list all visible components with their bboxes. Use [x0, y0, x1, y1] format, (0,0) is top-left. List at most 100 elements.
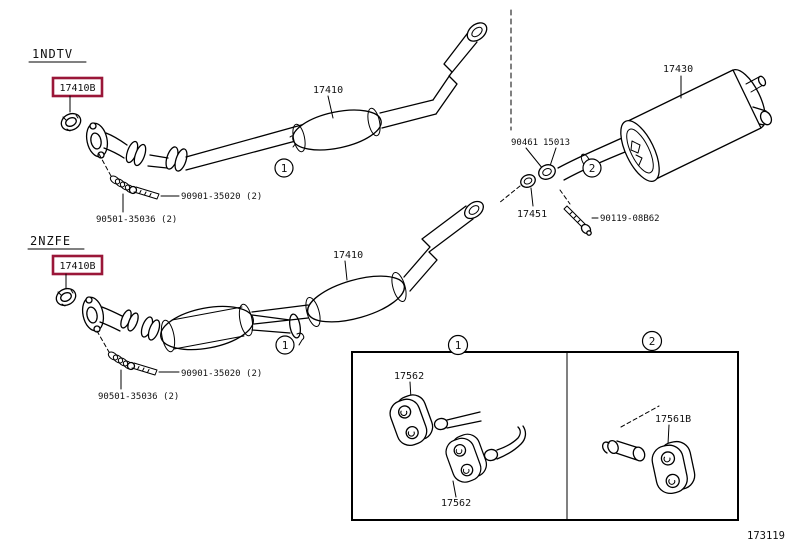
flex-ring	[133, 143, 147, 167]
part-number-spring[interactable]: 90501-35036 (2)	[98, 392, 179, 402]
leader-center-pipe	[344, 260, 348, 281]
flange-bore	[90, 132, 102, 150]
spring-coil	[112, 354, 124, 364]
support-hole	[660, 451, 676, 466]
part-number-muffler[interactable]: 17430	[663, 64, 693, 75]
callout-circle	[275, 335, 295, 355]
flange-bore	[86, 306, 98, 324]
leader-support-tail	[667, 424, 670, 445]
gasket-inner	[65, 117, 77, 127]
part-number-support-front[interactable]: 17562	[394, 371, 424, 382]
support-rod-rear	[483, 425, 527, 462]
hook-cap	[607, 440, 619, 454]
spring-coil	[109, 175, 121, 185]
callout-circle	[641, 330, 663, 352]
tail-pipe-hook	[602, 440, 646, 462]
pipe-end-flange	[464, 200, 484, 220]
engine-code-label: 1NDTV	[32, 47, 73, 61]
bolt-dash-line	[559, 189, 571, 205]
resonator-cap-left	[305, 296, 321, 328]
joint-dash-to-flange	[498, 185, 521, 204]
cone-gasket-outer	[538, 164, 556, 180]
ring-inner	[523, 177, 533, 185]
support-rod-front	[433, 411, 482, 431]
callout-number: 1	[282, 339, 289, 352]
rod-cap	[433, 417, 449, 431]
pipe-neck	[103, 132, 128, 159]
muffler-pin-cap	[757, 75, 767, 87]
part-number-bolt[interactable]: 90901-35020 (2)	[181, 192, 262, 202]
leader-center-pipe	[327, 95, 334, 119]
cone-gasket-inner	[542, 168, 552, 176]
resonator-cap-left	[292, 123, 306, 153]
support-hole-detail	[663, 456, 676, 485]
resonator-cap-right	[367, 107, 381, 137]
assembly-1ndtv: 1NDTV 17410B	[28, 9, 773, 236]
muffler-front-face	[620, 120, 660, 182]
joint-rings	[520, 164, 556, 188]
muffler-inlet-detail	[630, 140, 643, 166]
resonator-body	[292, 109, 382, 151]
pipe-end-bore	[471, 26, 483, 38]
center-pipe-top	[292, 22, 488, 153]
bolt-shaft	[563, 205, 586, 228]
spring-bolt-set-bottom: 90901-35020 (2) 90501-35036 (2)	[96, 330, 262, 402]
catalyst-cap-right	[238, 303, 254, 337]
part-number-muffler-bolt[interactable]: 90119-08B62	[600, 214, 660, 224]
front-pipe-bottom	[81, 296, 305, 353]
part-number-bolt[interactable]: 90901-35020 (2)	[181, 369, 262, 379]
gasket-inner	[60, 292, 72, 302]
leader-support-rear	[452, 480, 457, 498]
assembly-2nzfe: 2NZFE 17410B	[27, 200, 484, 402]
part-number-ring[interactable]: 17451	[517, 209, 547, 220]
part-number-support-rear[interactable]: 17562	[441, 498, 471, 509]
highlighted-part-box-top[interactable]: 17410B	[51, 76, 104, 98]
inset-detail-boxes: 1 2 17562 17	[351, 330, 739, 521]
part-number-17410b[interactable]: 17410B	[59, 261, 95, 272]
inlet-pipe	[251, 304, 309, 325]
callout-number: 1	[281, 162, 288, 175]
muffler-rear-pin	[745, 76, 764, 93]
part-number-17410b[interactable]: 17410B	[59, 83, 95, 94]
gasket-hatch	[57, 289, 74, 307]
part-number-gasket[interactable]: 15013	[543, 138, 570, 148]
pipe-hanger-bracket	[296, 332, 305, 346]
bolt	[126, 361, 158, 376]
part-number-center-pipe[interactable]: 17410	[333, 250, 363, 261]
exit-pipe	[379, 99, 437, 129]
assembly-dash-line	[98, 153, 112, 177]
hook-end-cap	[632, 446, 646, 462]
front-pipe-top	[85, 122, 308, 172]
catalyst-seams	[171, 306, 245, 350]
flex-ring	[127, 312, 139, 332]
exhaust-support-tail	[651, 440, 696, 495]
leader-ring	[530, 187, 534, 207]
flange-bolt-hole	[85, 296, 93, 304]
inset-callout-2: 2	[641, 330, 663, 352]
highlighted-part-box-bottom[interactable]: 17410B	[51, 254, 104, 276]
ring-outer	[520, 174, 536, 188]
part-number-clamp[interactable]: 90461	[511, 138, 538, 148]
highlight-box[interactable]	[51, 254, 104, 276]
outlet-flange	[289, 313, 301, 339]
hook-body	[602, 440, 640, 461]
tail-tip-cap	[759, 110, 773, 126]
callout-circle	[274, 158, 294, 178]
inset-callout-1: 1	[447, 334, 469, 356]
spring-bolt-set-top: 90901-35020 (2) 90501-35036 (2)	[96, 153, 262, 225]
callout-circle	[582, 158, 602, 178]
part-number-support-tail[interactable]: 17561B	[655, 414, 691, 425]
part-number-spring[interactable]: 90501-35036 (2)	[96, 215, 177, 225]
rod-body	[446, 411, 482, 429]
callout-number: 2	[649, 335, 656, 348]
support-hole	[665, 473, 680, 489]
exhaust-support-rear	[445, 433, 488, 483]
part-number-center-pipe[interactable]: 17410	[313, 85, 343, 96]
callout-circle	[447, 334, 469, 356]
support-hole-detail	[455, 449, 470, 474]
pipe-neck	[99, 306, 123, 332]
highlight-box[interactable]	[51, 76, 104, 98]
support-hole-detail	[400, 410, 415, 437]
resonator-cap-right	[391, 271, 407, 303]
